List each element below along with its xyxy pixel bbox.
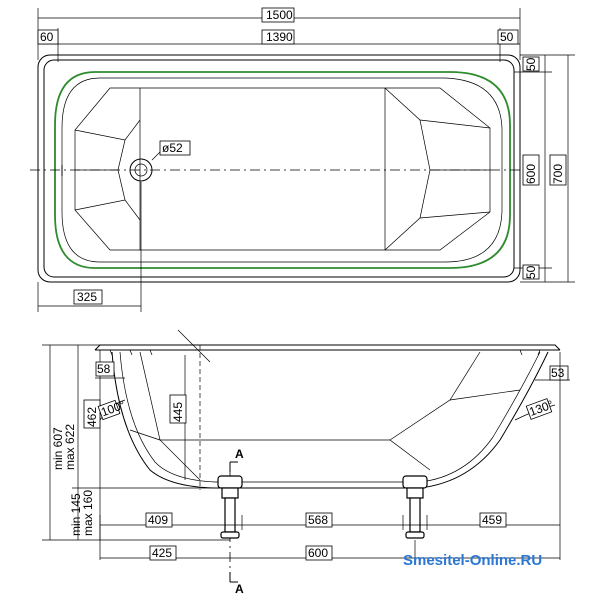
dim-box-drain-offset	[73, 289, 103, 305]
top-view: 1500 60 1390 50	[30, 7, 575, 312]
dim-overall-width: 700	[551, 164, 565, 184]
tub-outer-outline	[37, 54, 521, 283]
dim-right-leg-offset: 459	[482, 513, 502, 527]
dim-body-height: 462	[85, 407, 99, 427]
dim-box-overall-width	[549, 154, 567, 186]
dim-bottom-rim: 50	[524, 265, 538, 279]
dim-right-rim: 50	[500, 30, 514, 44]
dim-height-max: max 622	[63, 424, 77, 470]
dim-leg-height-max: max 160	[81, 490, 95, 536]
dim-box-left-rim	[37, 29, 59, 45]
dim-box-drain	[159, 140, 191, 156]
dim-box-right-rim-height	[549, 365, 569, 381]
bowl-contour	[54, 71, 511, 269]
bottom-flat	[139, 87, 386, 251]
dim-box-right-leg-offset	[479, 512, 507, 528]
section-label-bottom: A	[235, 582, 244, 596]
dim-inner-width: 600	[524, 164, 538, 184]
dim-box-inner-width	[522, 154, 540, 186]
right-leg	[402, 475, 428, 539]
dim-leg-spacing-inner: 568	[308, 513, 328, 527]
dim-box-leg-spacing-inner	[305, 512, 333, 528]
dim-box-left-angle	[97, 399, 121, 421]
dim-box-leg-spacing-center	[305, 545, 333, 561]
tub-rim-inner	[43, 59, 515, 278]
dim-drain-offset: 325	[77, 290, 97, 304]
dim-box-left-leg-offset	[145, 512, 173, 528]
dim-overall-length: 1500	[266, 8, 293, 22]
dim-leg-height-min: min 145	[69, 493, 83, 536]
dim-top-rim: 50	[524, 57, 538, 71]
left-leg	[217, 475, 243, 539]
dim-left-leg-center: 425	[152, 546, 172, 560]
dim-box-overall-length	[261, 7, 295, 23]
dim-box-right-rim	[497, 29, 519, 45]
bowl-inner-edge	[61, 77, 503, 263]
watermark: Smesitel-Online.RU	[403, 552, 542, 569]
drain-circle	[129, 158, 153, 182]
dim-box-body-height	[83, 399, 101, 429]
dim-box-top-rim	[522, 56, 540, 72]
dim-right-rim-height: 53	[551, 366, 565, 380]
dim-box-right-angle	[525, 398, 553, 420]
dim-height-min: min 607	[51, 427, 65, 470]
tub-rim-line	[94, 344, 561, 351]
dim-left-leg-offset: 409	[148, 513, 168, 527]
dim-box-inner-length	[261, 29, 295, 45]
dim-box-left-rim-height	[95, 361, 115, 377]
dim-box-bottom-rim	[522, 264, 540, 280]
dim-left-rim-height: 58	[97, 362, 111, 376]
dim-inner-depth: 445	[171, 402, 185, 422]
section-label-top: A	[235, 447, 244, 461]
tub-body-outline	[111, 351, 549, 489]
dim-leg-spacing-center: 600	[308, 546, 328, 560]
dim-inner-length: 1390	[266, 30, 293, 44]
dim-drain-diameter: ø52	[162, 141, 183, 155]
dim-box-left-leg-center	[149, 545, 177, 561]
side-view: 445 min 607 max 622 462 min 145 max 160 …	[42, 329, 570, 596]
dim-box-inner-depth	[169, 394, 187, 424]
dim-left-rim: 60	[40, 30, 54, 44]
